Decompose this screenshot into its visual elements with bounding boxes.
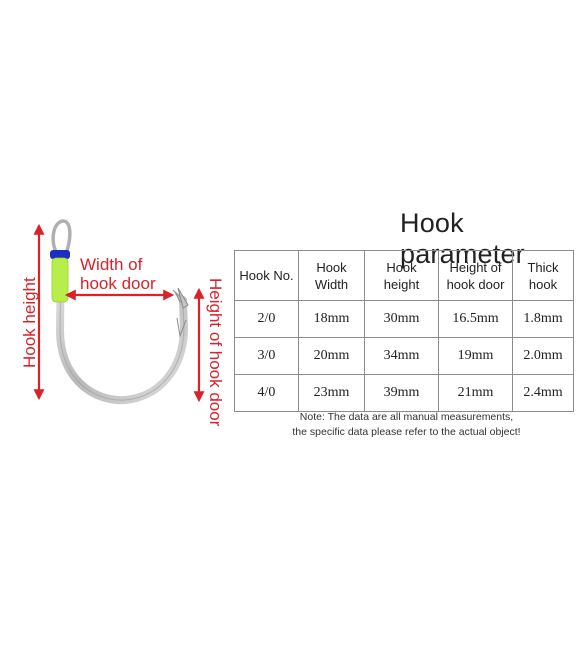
barb-notch xyxy=(176,317,187,338)
door-width-label-line1: Width of xyxy=(80,255,143,274)
cell-height: 30mm xyxy=(364,300,439,338)
cell-hook-no: 4/0 xyxy=(234,374,299,412)
cell-hook-no: 3/0 xyxy=(234,337,299,375)
hook-barb xyxy=(177,287,189,309)
hook-diagram: Hook height Width of hook door Height of… xyxy=(20,219,225,427)
table-row: 2/0 18mm 30mm 16.5mm 1.8mm xyxy=(234,300,574,338)
cell-door-height: 21mm xyxy=(438,374,513,412)
cell-thick: 1.8mm xyxy=(512,300,574,338)
cell-hook-no: 2/0 xyxy=(234,300,299,338)
hook-eye xyxy=(51,219,72,256)
thread-wrap xyxy=(50,250,70,259)
cell-height: 34mm xyxy=(364,337,439,375)
cell-door-height: 19mm xyxy=(438,337,513,375)
cell-width: 18mm xyxy=(298,300,365,338)
cell-width: 23mm xyxy=(298,374,365,412)
header-hook-no: Hook No. xyxy=(234,250,299,301)
measurement-note: Note: The data are all manual measuremen… xyxy=(234,410,579,440)
cell-thick: 2.0mm xyxy=(512,337,574,375)
cell-thick: 2.4mm xyxy=(512,374,574,412)
note-line-2: the specific data please refer to the ac… xyxy=(292,426,521,438)
cell-height: 39mm xyxy=(364,374,439,412)
door-width-label-line2: hook door xyxy=(80,274,156,293)
hook-bend-edge xyxy=(59,254,185,401)
cell-width: 20mm xyxy=(298,337,365,375)
table-row: 4/0 23mm 39mm 21mm 2.4mm xyxy=(234,374,574,412)
glow-tube xyxy=(51,257,69,303)
table-row: 3/0 20mm 34mm 19mm 2.0mm xyxy=(234,337,574,375)
note-line-1: Note: The data are all manual measuremen… xyxy=(299,411,514,423)
hook-height-label: Hook height xyxy=(20,277,39,368)
cell-door-height: 16.5mm xyxy=(438,300,513,338)
door-height-label: Height of hook door xyxy=(206,278,225,427)
